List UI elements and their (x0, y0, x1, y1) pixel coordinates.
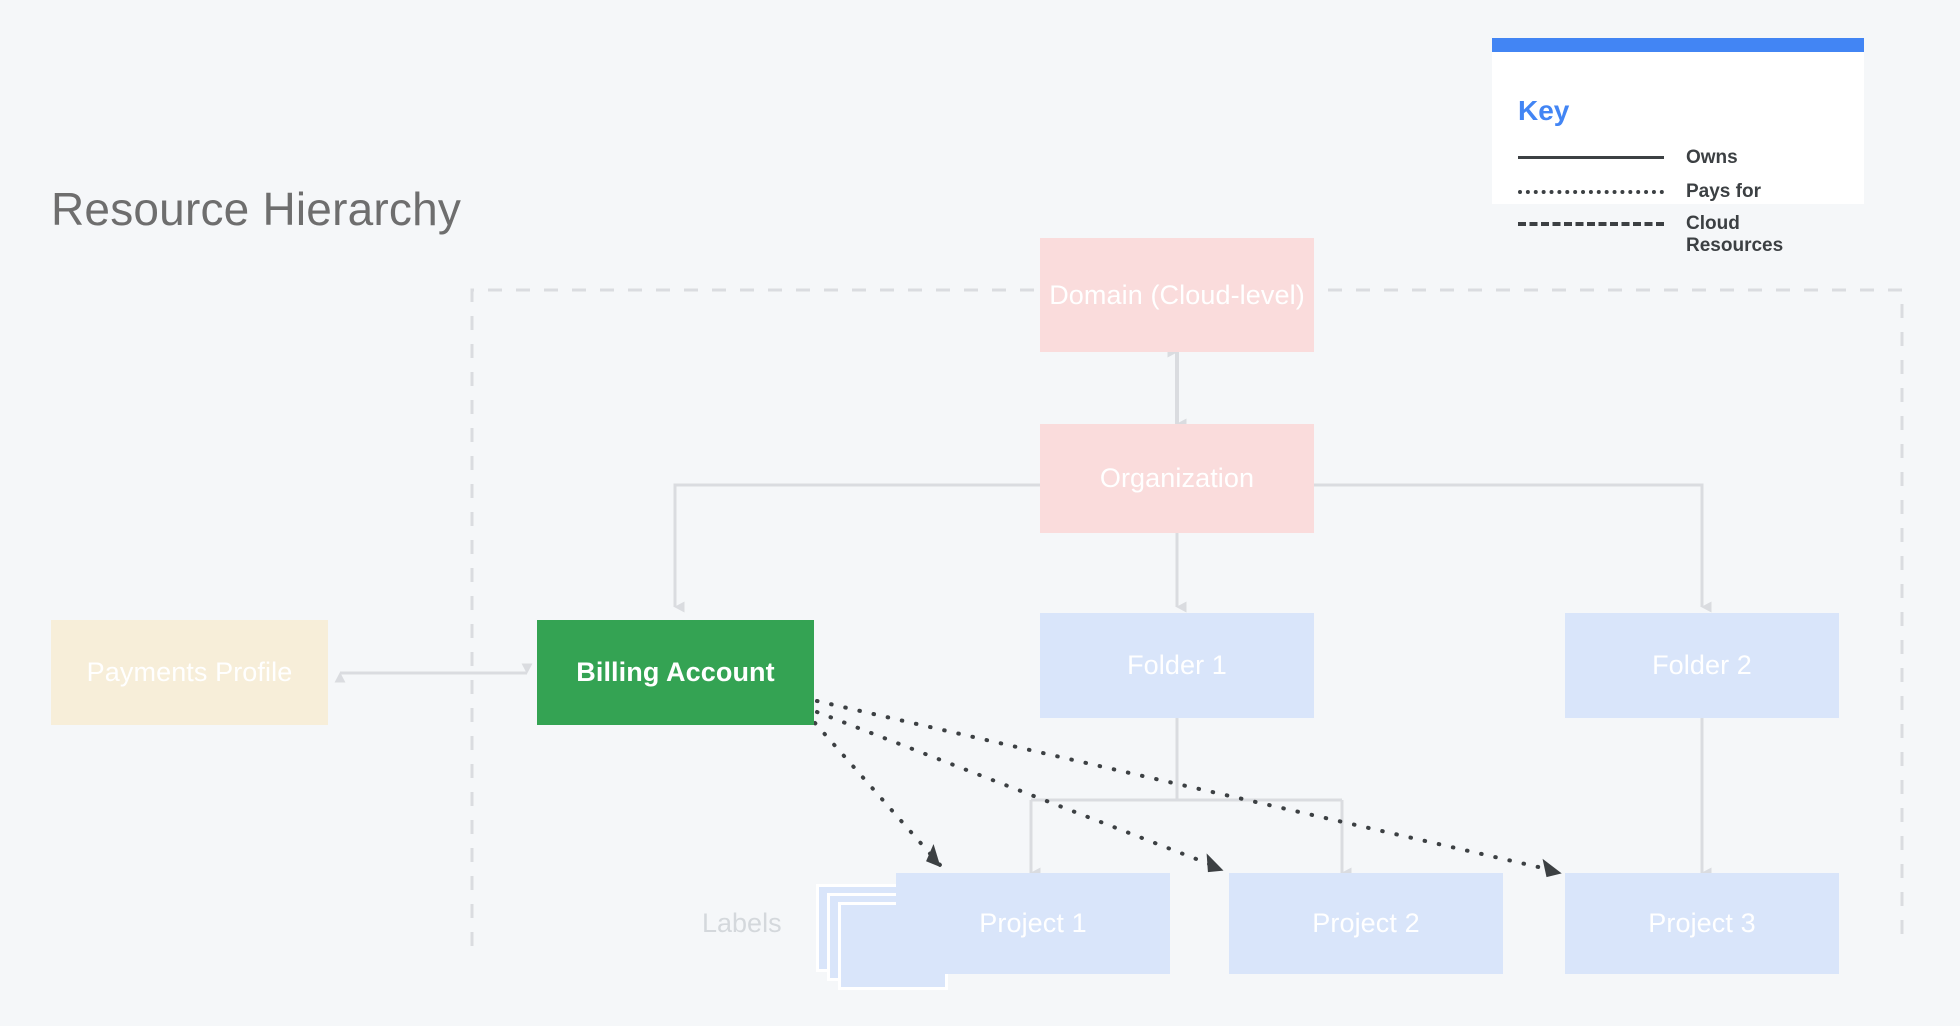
node-folder-1[interactable]: Folder 1 (1040, 613, 1314, 718)
key-accent-bar (1492, 38, 1864, 52)
page-title: Resource Hierarchy (51, 183, 462, 235)
node-payments-profile[interactable]: Payments Profile (51, 620, 328, 725)
key-row-owns: Owns (1518, 147, 1838, 169)
labels-caption: Labels (702, 908, 782, 938)
node-project-3[interactable]: Project 3 (1565, 873, 1839, 974)
node-billing-account[interactable]: Billing Account (537, 620, 814, 725)
key-label-owns: Owns (1686, 147, 1738, 168)
dotted-line-icon (1518, 190, 1664, 194)
key-body: Key Owns Pays for Cloud Resources (1492, 52, 1864, 256)
edge-folder1-projects (1029, 718, 1352, 879)
key-row-pays-for: Pays for (1518, 181, 1838, 203)
key-row-cloud-resources: Cloud Resources (1518, 213, 1838, 258)
key-label-pays-for: Pays for (1686, 181, 1761, 202)
key-title: Key (1518, 95, 1570, 126)
solid-line-icon (1518, 156, 1664, 159)
edge-billing-project2 (815, 710, 1224, 873)
node-project-1[interactable]: Project 1 (896, 873, 1170, 974)
edge-billing-project1 (813, 721, 942, 868)
node-project-2[interactable]: Project 2 (1229, 873, 1503, 974)
node-organization[interactable]: Organization (1040, 424, 1314, 533)
key-label-cloud-resources: Cloud Resources (1686, 213, 1784, 257)
edge-billing-project3 (815, 699, 1562, 878)
dashed-line-icon (1518, 222, 1664, 226)
node-folder-2[interactable]: Folder 2 (1565, 613, 1839, 718)
key-panel: Key Owns Pays for Cloud Resources (1492, 38, 1864, 256)
node-domain[interactable]: Domain (Cloud-level) (1040, 238, 1314, 352)
